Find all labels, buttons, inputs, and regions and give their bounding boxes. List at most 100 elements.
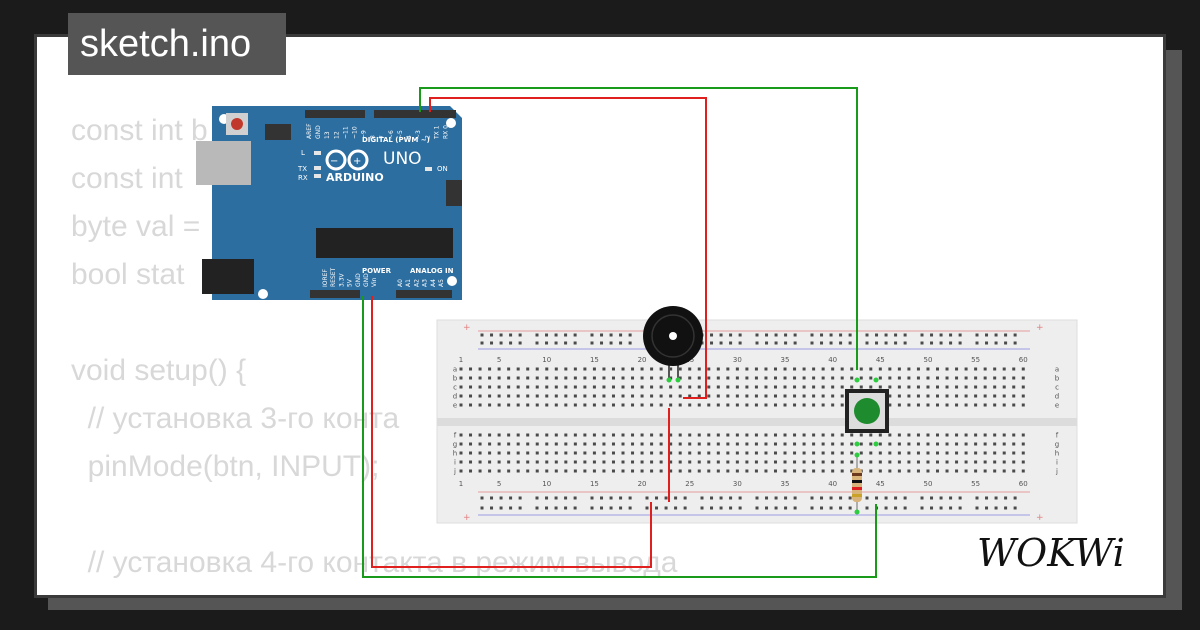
pin-label: ~3: [415, 130, 422, 139]
code-line: // установка 4-го контакта в режим вывод…: [71, 546, 678, 579]
pin-label: ~10: [352, 126, 359, 139]
row-letter: c: [453, 384, 457, 392]
row-letter: b: [453, 375, 458, 383]
led-l-label: L: [301, 149, 305, 157]
code-line: // установка 3-го конта: [71, 402, 400, 435]
pushbutton-icon[interactable]: [845, 377, 889, 447]
row-letter: h: [453, 450, 457, 458]
pin-label: IOREF: [322, 269, 329, 287]
svg-text:+: +: [1036, 323, 1044, 333]
pin-label: 12: [333, 131, 340, 139]
pin-label: A2: [413, 279, 420, 287]
column-number: 40: [828, 480, 837, 488]
row-letter: i: [454, 459, 456, 467]
pin-label: TX 1: [433, 125, 440, 140]
pin-label: ~5: [397, 130, 404, 139]
led-rx-label: RX: [298, 174, 308, 182]
column-number: 55: [971, 480, 980, 488]
row-letter: g: [453, 441, 457, 449]
pin-label: 5V: [347, 278, 354, 287]
pin-label: Vin: [371, 277, 378, 287]
column-number: 5: [497, 480, 501, 488]
power-jack-icon: [202, 259, 254, 294]
row-letter: j: [453, 468, 456, 476]
column-number: 45: [876, 356, 885, 364]
column-number: 30: [733, 480, 742, 488]
column-number: 50: [924, 480, 933, 488]
column-number: 55: [971, 356, 980, 364]
buzzer-icon[interactable]: [643, 306, 703, 383]
pin-label: 2: [424, 135, 431, 139]
column-number: 45: [876, 480, 885, 488]
svg-text:−: −: [330, 156, 338, 167]
wokwi-logo-text: WOKWi: [977, 531, 1125, 575]
code-line: bool stat: [71, 258, 185, 291]
column-number: 20: [638, 356, 647, 364]
wire-red-buzzer[interactable]: [429, 97, 707, 399]
pin-label: 4: [406, 135, 413, 139]
svg-text:+: +: [1036, 513, 1044, 523]
pin-label: ~6: [388, 130, 395, 139]
column-number: 1: [459, 356, 463, 364]
column-number: 1: [459, 480, 463, 488]
row-letter: i: [1056, 459, 1058, 467]
row-letter: a: [1055, 366, 1059, 374]
pin-label: A5: [438, 279, 445, 287]
wires: [362, 87, 877, 578]
code-line: pinMode(btn, INPUT);: [71, 450, 380, 483]
row-letter: f: [1056, 432, 1059, 440]
pin-label: ~9: [361, 130, 368, 139]
code-line: const int b: [71, 114, 208, 147]
pin-label: 8: [370, 135, 377, 139]
pin-label: 7: [379, 135, 386, 139]
row-letter: d: [453, 393, 457, 401]
svg-text:+: +: [463, 513, 471, 523]
breadboard-icon[interactable]: 1155101015152020252530303535404045455050…: [436, 319, 1078, 524]
power-label: POWER: [362, 267, 392, 275]
pin-label: GND: [315, 125, 322, 139]
digital-header-label: DIGITAL (PWM ~): [362, 136, 430, 144]
column-number: 25: [685, 480, 694, 488]
row-letter: d: [1055, 393, 1059, 401]
breadboard-column-numbers: 1155101015152020252530303535404045455050…: [459, 356, 1028, 488]
microcontroller-chip-icon: [316, 228, 453, 258]
resistor-icon[interactable]: [852, 452, 862, 515]
pin-label: RX 0: [443, 125, 450, 139]
arduino-board-icon[interactable]: − + ARDUINO UNO DIGITAL (PWM ~) POWER AN…: [196, 106, 462, 300]
row-letter: f: [454, 432, 457, 440]
row-letter: c: [1055, 384, 1059, 392]
row-letter: a: [453, 366, 457, 374]
wire-green-gnd[interactable]: [362, 296, 877, 578]
analog-label: ANALOG IN: [410, 267, 454, 275]
column-number: 15: [590, 480, 599, 488]
pin-label: A4: [430, 279, 437, 287]
usb-port-icon: [196, 141, 251, 185]
row-letter: j: [1055, 468, 1058, 476]
pin-label: A3: [422, 279, 429, 287]
pin-label: GND: [355, 273, 362, 287]
wire-green-button[interactable]: [419, 87, 858, 370]
column-number: 15: [590, 356, 599, 364]
row-letter: g: [1055, 441, 1059, 449]
svg-text:+: +: [353, 156, 361, 167]
pin-label: RESET: [330, 267, 337, 287]
pin-label: A1: [405, 279, 412, 287]
row-letter: e: [453, 402, 457, 410]
pin-label: A0: [397, 279, 404, 287]
reset-button-icon[interactable]: [231, 118, 243, 130]
column-number: 35: [781, 480, 790, 488]
column-number: 35: [781, 356, 790, 364]
arduino-model-label: UNO: [383, 149, 422, 169]
column-number: 40: [828, 356, 837, 364]
led-tx-label: TX: [297, 165, 307, 173]
column-number: 10: [542, 356, 551, 364]
wire-red-5v[interactable]: [371, 296, 652, 568]
pin-label: 3.3V: [338, 272, 345, 287]
row-letter: h: [1055, 450, 1059, 458]
pin-label: ~11: [342, 126, 349, 139]
